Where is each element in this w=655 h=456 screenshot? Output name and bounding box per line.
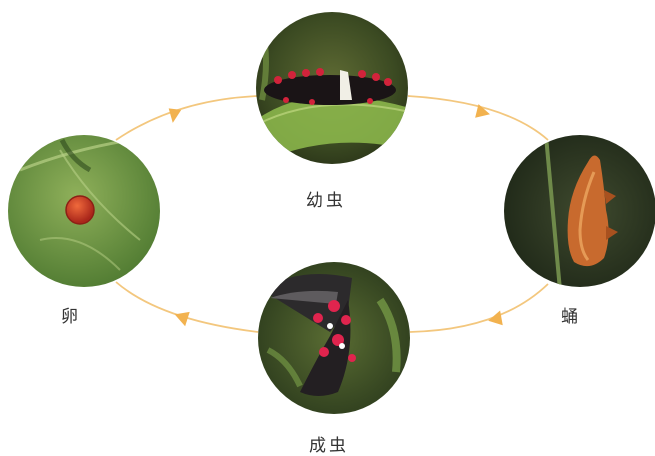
egg-photo xyxy=(8,135,160,287)
butterfly-icon xyxy=(262,274,401,396)
arrow-icon xyxy=(168,108,182,123)
cycle-line-pupa-to-adult xyxy=(409,283,549,333)
adult-photo xyxy=(258,262,410,414)
adult-label: 成虫 xyxy=(309,436,349,456)
egg-icon xyxy=(19,138,141,271)
pupa-label: 蛹 xyxy=(561,307,581,327)
cycle-arrows xyxy=(168,104,503,327)
egg-label: 卵 xyxy=(61,307,81,327)
arrow-icon xyxy=(488,310,503,326)
larva-label: 幼虫 xyxy=(306,191,346,211)
cycle-path xyxy=(115,95,549,333)
pupa-photo xyxy=(504,135,655,287)
cycle-line-adult-to-egg xyxy=(115,281,259,333)
arrow-icon xyxy=(475,104,490,118)
cycle-line-egg-to-larva xyxy=(115,95,258,141)
chrysalis-icon xyxy=(544,135,618,287)
larva-photo xyxy=(256,12,408,164)
cycle-line-larva-to-pupa xyxy=(407,95,549,141)
arrow-icon xyxy=(174,311,190,327)
